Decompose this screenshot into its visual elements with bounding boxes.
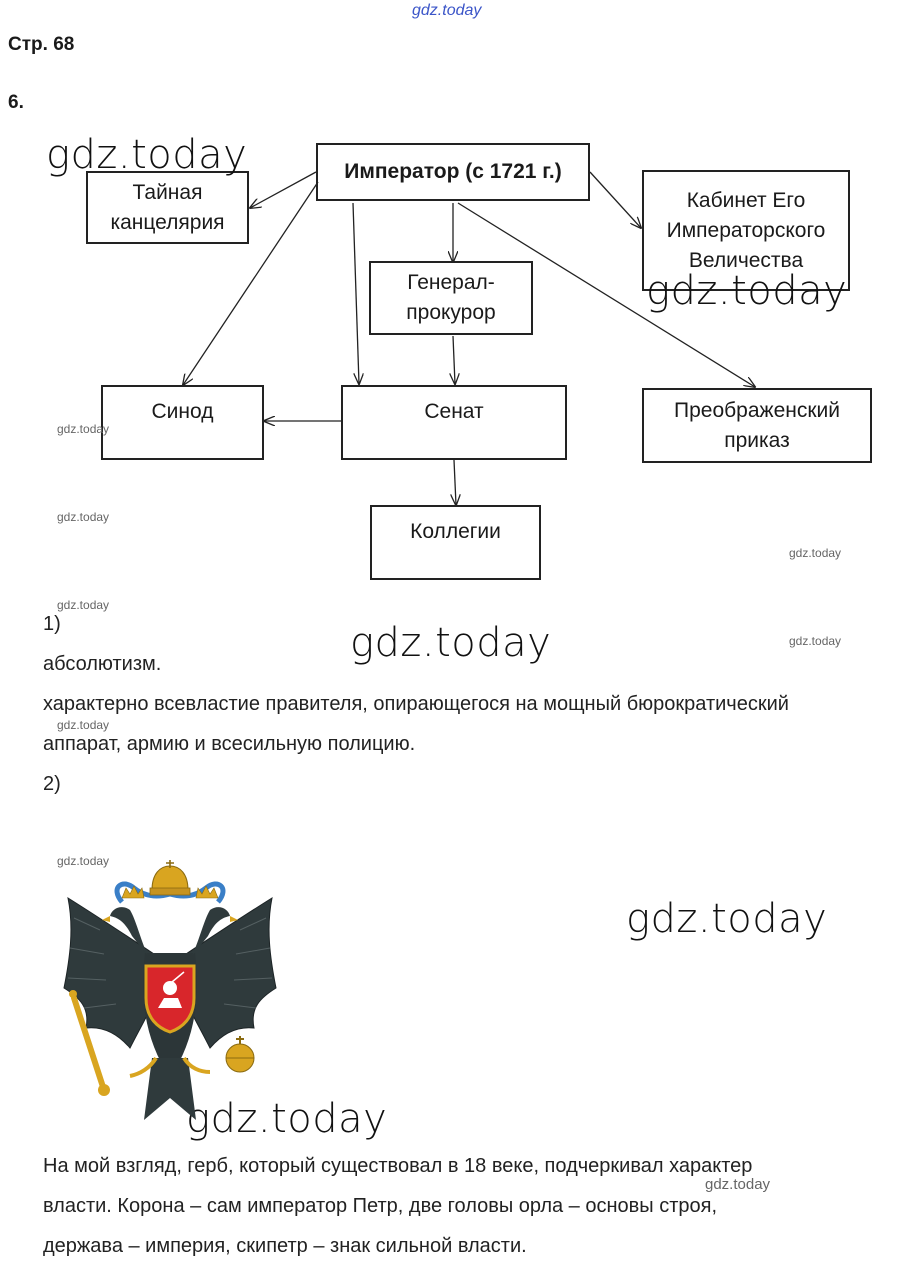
page-label: Стр. 68: [8, 34, 75, 55]
watermark-small-1: gdz.today: [57, 422, 110, 436]
watermark-large-5: gdz.today: [186, 1096, 388, 1142]
synod-box: Синод: [101, 385, 264, 460]
senate-box: Сенат: [341, 385, 567, 460]
cabinet-line-3: Величества: [688, 248, 804, 272]
watermark-small-6: gdz.today: [57, 718, 110, 732]
arrow-to-synod: [183, 181, 319, 385]
cabinet-line-1: Кабинет Его: [686, 188, 806, 212]
watermark-small-8: gdz.today: [705, 1176, 771, 1193]
arrow-to-senate: [352, 202, 359, 384]
procurator-line-1: Генерал-: [407, 271, 495, 294]
watermark-large-2: gdz.today: [646, 268, 848, 314]
watermark-large-4: gdz.today: [626, 896, 828, 942]
procurator-line-2: прокурор: [406, 301, 496, 324]
answer-2-text-line-1: На мой взгляд, герб, который существовал…: [43, 1155, 753, 1177]
watermark-small-7: gdz.today: [57, 854, 110, 868]
emperor-box: Император (с 1721 г.): [316, 143, 590, 201]
senate-label: Сенат: [424, 400, 484, 423]
procurator-box: Генерал- прокурор: [369, 261, 533, 335]
answer-2-text-line-3: держава – империя, скипетр – знак сильно…: [43, 1235, 527, 1257]
diagram-arrows: [0, 171, 907, 600]
answer-number-1: 1): [43, 613, 61, 635]
secret-chancery-line-1: Тайная: [132, 180, 203, 204]
answer-2-text-line-2: власти. Корона – сам император Петр, две…: [43, 1195, 718, 1217]
double-headed-eagle-icon: [63, 860, 277, 1120]
answer-1-term: абсолютизм.: [43, 653, 162, 675]
emperor-label: Император (с 1721 г.): [344, 160, 562, 183]
answer-1-text-line-1: характерно всевластие правителя, опирающ…: [43, 693, 789, 715]
collegia-label: Коллегии: [410, 520, 501, 543]
collegia-box: Коллегии: [370, 505, 541, 580]
watermark-small-5: gdz.today: [789, 634, 842, 648]
secret-chancery-box: Тайная канцелярия: [86, 171, 249, 244]
arrow-to-preobrazhensky: [457, 202, 755, 387]
watermark-small-3: gdz.today: [789, 546, 842, 560]
answer-1-text-line-2: аппарат, армию и всесильную полицию.: [43, 733, 416, 755]
arrow-senate-to-collegia: [454, 459, 456, 505]
cabinet-line-2: Императорского: [666, 218, 826, 242]
watermark-small-4: gdz.today: [57, 598, 110, 612]
preobrazhensky-box: Преображенский приказ: [642, 388, 872, 463]
cabinet-box: Кабинет Его Императорского Величества: [642, 170, 850, 291]
secret-chancery-line-2: канцелярия: [110, 210, 225, 234]
arrow-procurator-to-senate: [453, 335, 455, 384]
preobrazhensky-line-2: приказ: [724, 428, 790, 452]
watermark-small-2: gdz.today: [57, 510, 110, 524]
watermark-large-3: gdz.today: [350, 620, 552, 666]
arrow-to-secret-chancery: [250, 171, 317, 208]
task-number: 6.: [8, 92, 24, 113]
arrow-to-cabinet: [589, 171, 641, 228]
watermark-top: gdz.today: [412, 2, 482, 19]
answer-number-2: 2): [43, 773, 61, 795]
preobrazhensky-line-1: Преображенский: [674, 398, 840, 422]
synod-label: Синод: [151, 400, 214, 423]
watermark-large-1: gdz.today: [46, 132, 248, 178]
